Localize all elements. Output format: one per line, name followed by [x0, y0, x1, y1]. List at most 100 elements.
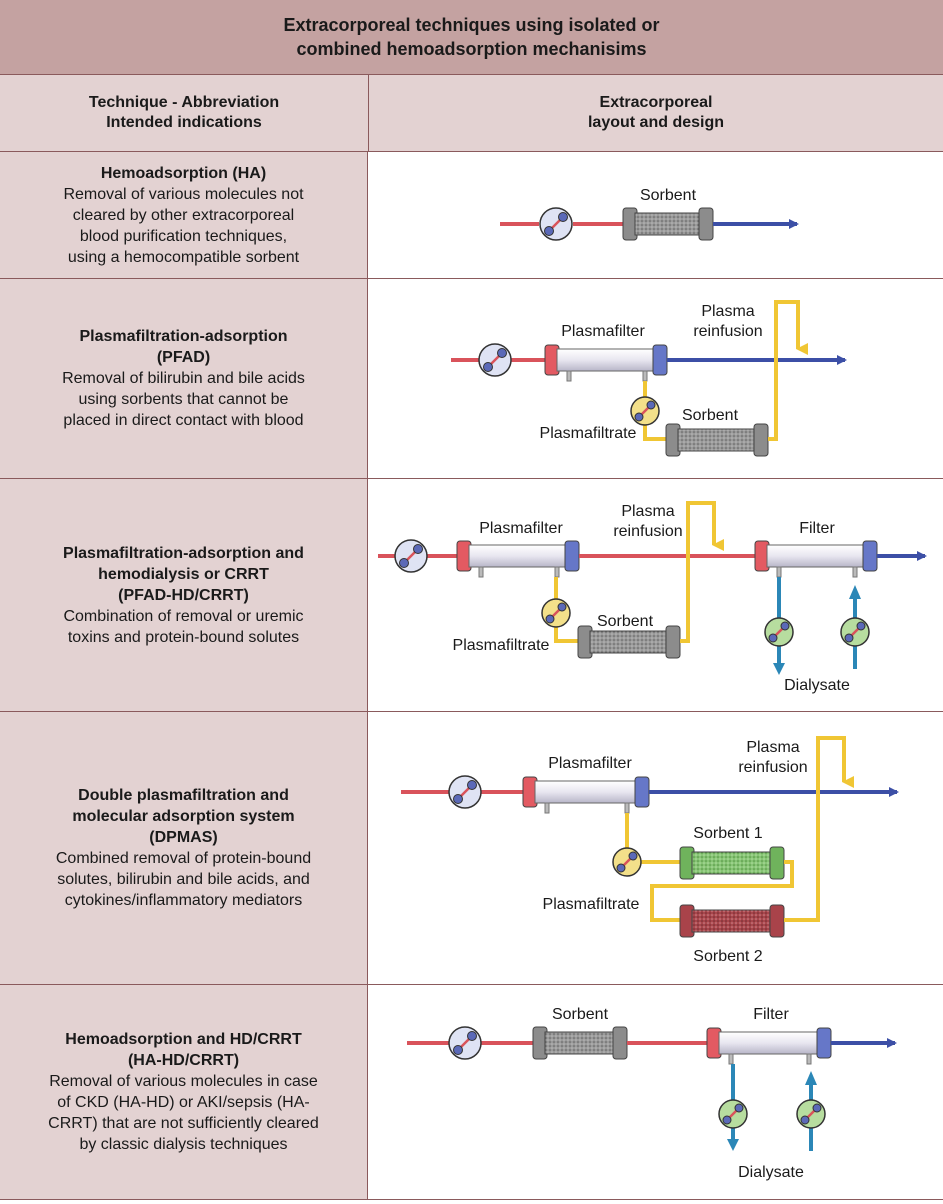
row-pfad-hd-crrt-diagram-cell: Plasmafilter Plasma reinfusion Filter So… — [369, 479, 943, 711]
header-layout-line-1: Extracorporeal — [599, 94, 713, 111]
header-layout-line-2: layout and design — [587, 114, 724, 131]
plasmafilter-label: Plasmafilter — [561, 323, 645, 340]
plasmafiltrate-line — [643, 425, 666, 441]
plasma-pump-icon — [630, 396, 660, 426]
plasma-reinfusion-label-line-2: reinfusion — [738, 759, 807, 776]
sorbent-cartridge-icon — [532, 1026, 628, 1060]
technique-name: Hemoadsorption (HA) — [100, 164, 267, 182]
row-ha-hd-crrt-description-cell: Hemoadsorption and HD/CRRT (HA-HD/CRRT) … — [0, 985, 368, 1199]
plasmafilter-label: Plasmafilter — [479, 520, 563, 537]
blood-pump-icon — [478, 343, 512, 377]
row-pfad-hd-crrt-description-cell: Plasmafiltration-adsorption and hemodial… — [0, 479, 368, 711]
plasmafilter-icon — [522, 776, 650, 814]
indication-line: toxins and protein-bound solutes — [67, 628, 300, 646]
technique-abbreviation: (HA-HD/CRRT) — [127, 1052, 240, 1069]
dialysate-label: Dialysate — [784, 677, 850, 694]
indication-line: Removal of various molecules not — [63, 185, 304, 203]
dialysate-in-arrow — [805, 1071, 817, 1085]
indication-line: cleared by other extracorporeal — [72, 206, 295, 224]
indication-line: by classic dialysis techniques — [79, 1136, 288, 1153]
blood-pump-icon — [394, 539, 428, 573]
dialysate-pump-icon — [796, 1099, 826, 1129]
sorbent-label: Sorbent — [552, 1006, 609, 1023]
plasmafiltrate-label: Plasmafiltrate — [543, 896, 640, 913]
sorbent-1-cartridge-icon — [679, 846, 785, 880]
column-header-row: Technique - Abbreviation Intended indica… — [0, 75, 943, 152]
technique-name: molecular adsorption system — [72, 808, 295, 825]
ha-circuit-diagram: Sorbent — [500, 187, 799, 241]
figure-title: Extracorporeal techniques using isolated… — [0, 0, 943, 75]
filter-label: Filter — [753, 1006, 789, 1023]
header-technique-line-2: Intended indications — [106, 114, 262, 131]
indication-line: placed in direct contact with blood — [63, 412, 304, 429]
technique-abbreviation: (PFAD) — [156, 349, 211, 366]
dialysate-in-arrow — [849, 585, 861, 599]
indication-line: of CKD (HA-HD) or AKI/sepsis (HA- — [57, 1094, 310, 1111]
sorbent-cartridge-icon — [665, 423, 769, 457]
dialysis-filter-icon — [754, 540, 878, 578]
pfad-circuit-diagram: Plasmafilter Plasma reinfusion Sorbent P… — [451, 300, 847, 457]
sorbent-cartridge-icon — [577, 625, 681, 659]
row-ha-hd-crrt: Hemoadsorption and HD/CRRT (HA-HD/CRRT) … — [0, 985, 943, 1200]
indication-line: blood purification techniques, — [79, 227, 288, 245]
blood-pump-icon — [448, 775, 482, 809]
row-dpmas-description-cell: Double plasmafiltration and molecular ad… — [0, 712, 368, 984]
technique-name: hemodialysis or CRRT — [98, 565, 269, 583]
row-ha-diagram-cell: Sorbent — [369, 152, 943, 278]
sorbent-cartridge-icon — [622, 207, 714, 241]
dpmas-circuit-diagram: Plasmafilter Plasma reinfusion Sorbent 1… — [401, 736, 899, 965]
plasma-reinfusion-label-line-1: Plasma — [701, 303, 754, 320]
plasmafilter-label: Plasmafilter — [548, 755, 632, 772]
dialysate-pump-icon — [840, 617, 870, 647]
blood-pump-icon — [448, 1026, 482, 1060]
row-pfad: Plasmafiltration-adsorption (PFAD) Remov… — [0, 279, 943, 479]
row-ha: Hemoadsorption (HA) Removal of various m… — [0, 152, 943, 279]
row-ha-description-cell: Hemoadsorption (HA) Removal of various m… — [0, 152, 368, 278]
dialysis-filter-icon — [706, 1027, 832, 1065]
row-dpmas-diagram-cell: Plasmafilter Plasma reinfusion Sorbent 1… — [369, 712, 943, 984]
indication-line: cytokines/inflammatory mediators — [64, 892, 303, 909]
plasma-pump-icon — [541, 598, 571, 628]
dialysate-pump-icon — [764, 617, 794, 647]
technique-name: Plasmafiltration-adsorption — [79, 328, 288, 345]
filter-label: Filter — [799, 520, 835, 537]
row-pfad-diagram-cell: Plasmafilter Plasma reinfusion Sorbent P… — [369, 279, 943, 478]
plasma-reinfusion-label-line-2: reinfusion — [613, 523, 682, 540]
sorbent-label: Sorbent — [682, 407, 739, 424]
sorbent-2-label: Sorbent 2 — [693, 948, 762, 965]
plasmafilter-icon — [544, 344, 668, 382]
sorbent-series-line — [650, 860, 794, 922]
plasma-reinfusion-label-line-1: Plasma — [746, 739, 799, 756]
plasmafiltrate-line — [554, 627, 578, 643]
plasma-reinfusion-label-line-2: reinfusion — [693, 323, 762, 340]
sorbent-2-cartridge-icon — [679, 904, 785, 938]
dialysate-out-arrow — [727, 1139, 739, 1151]
ha-hd-circuit-diagram: Sorbent Filter Dialysate — [407, 1006, 897, 1181]
pfad-hd-circuit-diagram: Plasmafilter Plasma reinfusion Filter So… — [378, 501, 927, 694]
indication-line: using a hemocompatible sorbent — [67, 248, 300, 266]
dialysate-out-arrow — [773, 663, 785, 675]
indication-line: CRRT) that are not sufficiently cleared — [48, 1115, 319, 1132]
dialysate-label: Dialysate — [738, 1164, 804, 1181]
plasma-pump-icon — [612, 847, 642, 877]
indication-line: Removal of various molecules in case — [49, 1073, 318, 1090]
plasma-reinfusion-line — [680, 501, 724, 643]
indication-line: Combined removal of protein-bound — [55, 850, 312, 867]
header-technique-line-1: Technique - Abbreviation — [88, 94, 280, 111]
plasma-reinfusion-line — [768, 300, 808, 441]
row-ha-hd-crrt-diagram-cell: Sorbent Filter Dialysate — [369, 985, 943, 1199]
title-line-1: Extracorporeal techniques using isolated… — [283, 15, 660, 35]
technique-name: Plasmafiltration-adsorption and — [63, 544, 304, 562]
technique-abbreviation: (PFAD-HD/CRRT) — [118, 586, 249, 604]
indication-line: Combination of removal or uremic — [63, 607, 304, 625]
technique-name: Double plasmafiltration and — [78, 787, 289, 804]
plasmafiltrate-label: Plasmafiltrate — [453, 637, 550, 654]
sorbent-label: Sorbent — [640, 187, 697, 204]
indication-line: solutes, bilirubin and bile acids, and — [57, 871, 310, 888]
technique-name: Hemoadsorption and HD/CRRT — [65, 1031, 302, 1048]
row-dpmas: Double plasmafiltration and molecular ad… — [0, 712, 943, 985]
blood-pump-icon — [539, 207, 573, 241]
sorbent-1-label: Sorbent 1 — [693, 825, 762, 842]
plasmafiltrate-label: Plasmafiltrate — [540, 425, 637, 442]
row-pfad-description-cell: Plasmafiltration-adsorption (PFAD) Remov… — [0, 279, 368, 478]
